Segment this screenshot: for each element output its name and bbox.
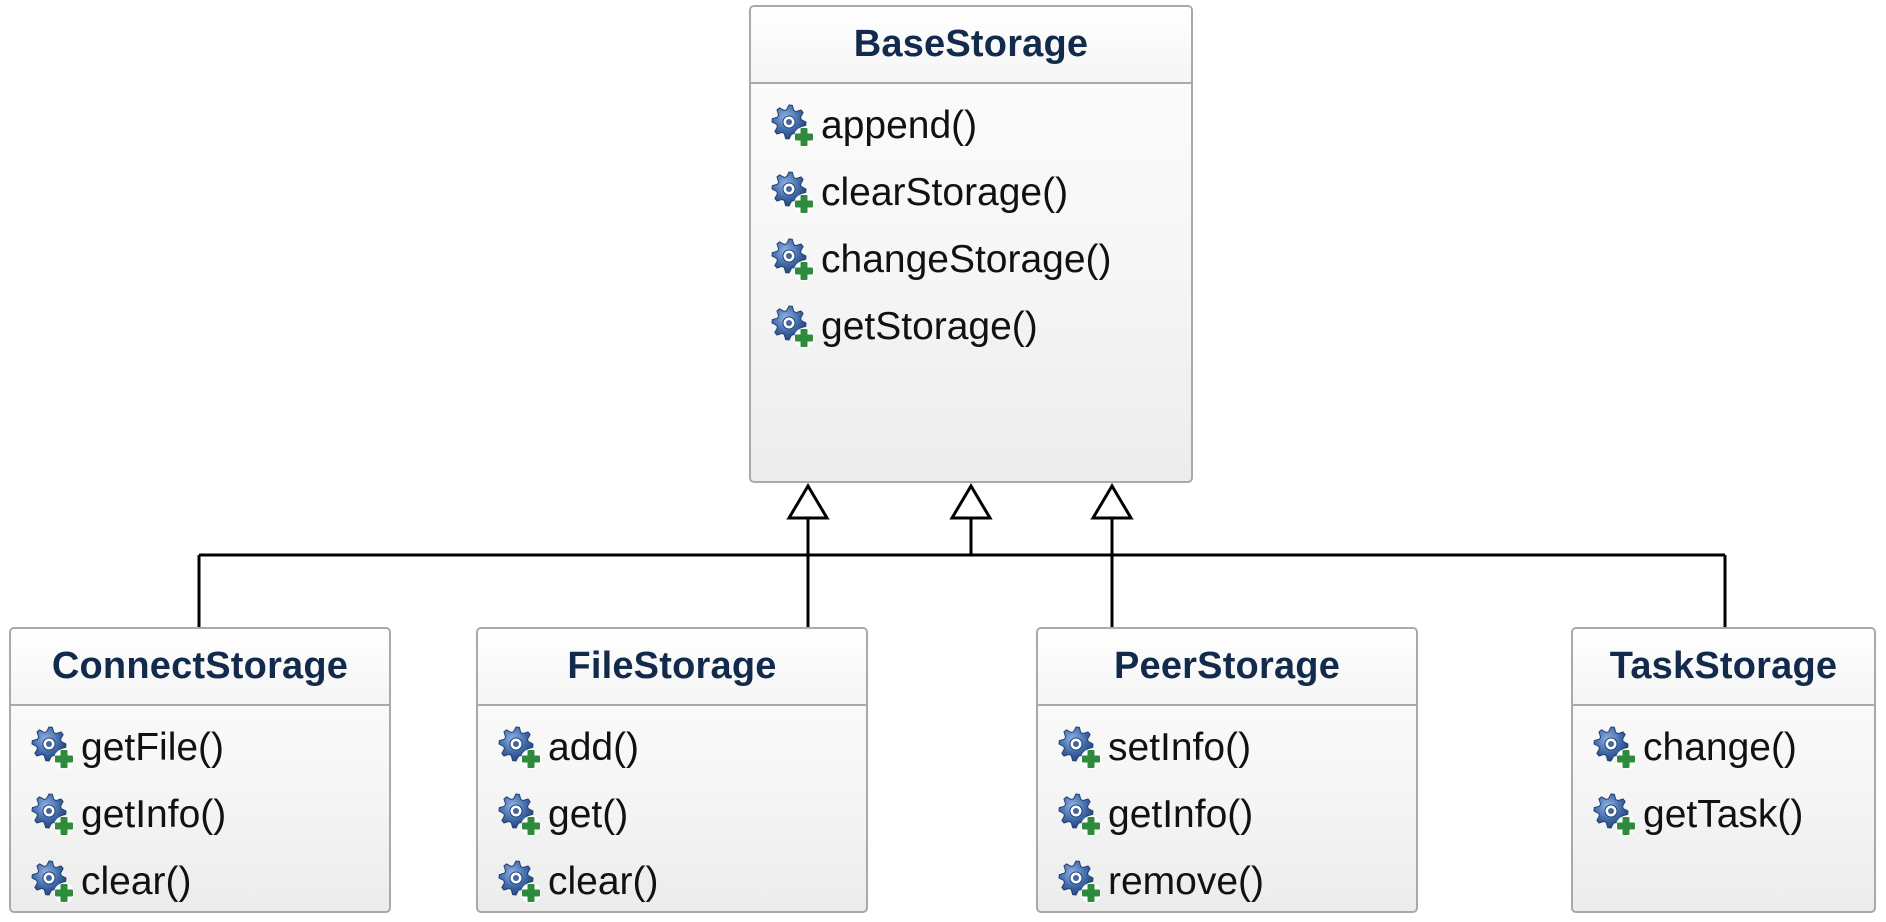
public-method-gear-plus-icon <box>769 169 817 217</box>
method-row[interactable]: remove() <box>1056 848 1416 911</box>
method-label: getTask() <box>1643 792 1804 836</box>
method-row[interactable]: getStorage() <box>769 293 1191 360</box>
class-box-peerstorage[interactable]: PeerStorage setInfo() getInfo() remove() <box>1036 627 1418 913</box>
class-name: ConnectStorage <box>51 645 349 687</box>
method-row[interactable]: add() <box>496 714 866 781</box>
method-label: add() <box>548 725 640 769</box>
public-method-gear-plus-icon <box>29 858 77 906</box>
method-label: getInfo() <box>81 792 227 836</box>
class-box-filestorage[interactable]: FileStorage add() get() clear() <box>476 627 868 913</box>
method-label: change() <box>1643 725 1797 769</box>
method-row[interactable]: changeStorage() <box>769 226 1191 293</box>
class-header: BaseStorage <box>751 7 1191 84</box>
class-name: TaskStorage <box>1609 645 1838 687</box>
public-method-gear-plus-icon <box>29 791 77 839</box>
method-label: changeStorage() <box>821 237 1112 281</box>
public-method-gear-plus-icon <box>769 236 817 284</box>
method-row[interactable]: getInfo() <box>1056 781 1416 848</box>
public-method-gear-plus-icon <box>1056 724 1104 772</box>
inheritance-arrowhead-filestorage <box>786 483 830 520</box>
class-header: ConnectStorage <box>11 629 389 706</box>
class-header: FileStorage <box>478 629 866 706</box>
method-list: setInfo() getInfo() remove() <box>1038 706 1416 911</box>
method-label: getInfo() <box>1108 792 1254 836</box>
method-list: append() clearStorage() changeStorage() … <box>751 84 1191 360</box>
method-label: getStorage() <box>821 304 1038 348</box>
method-label: append() <box>821 103 978 147</box>
method-row[interactable]: getFile() <box>29 714 389 781</box>
method-label: get() <box>548 792 629 836</box>
method-label: getFile() <box>81 725 225 769</box>
class-box-basestorage[interactable]: BaseStorage append() clearStorage() chan… <box>749 5 1193 483</box>
class-name: BaseStorage <box>853 23 1089 65</box>
method-row[interactable]: setInfo() <box>1056 714 1416 781</box>
class-header: TaskStorage <box>1573 629 1874 706</box>
class-box-connectstorage[interactable]: ConnectStorage getFile() getInfo() clear… <box>9 627 391 913</box>
public-method-gear-plus-icon <box>769 102 817 150</box>
class-name: FileStorage <box>567 645 777 687</box>
public-method-gear-plus-icon <box>769 303 817 351</box>
method-list: change() getTask() <box>1573 706 1874 848</box>
public-method-gear-plus-icon <box>496 858 544 906</box>
method-row[interactable]: change() <box>1591 714 1874 781</box>
public-method-gear-plus-icon <box>1056 791 1104 839</box>
method-row[interactable]: append() <box>769 92 1191 159</box>
method-label: setInfo() <box>1108 725 1252 769</box>
class-header: PeerStorage <box>1038 629 1416 706</box>
public-method-gear-plus-icon <box>1591 724 1639 772</box>
method-label: clearStorage() <box>821 170 1069 214</box>
method-list: getFile() getInfo() clear() <box>11 706 389 911</box>
method-row[interactable]: clear() <box>496 848 866 911</box>
public-method-gear-plus-icon <box>1056 858 1104 906</box>
inheritance-arrowhead-center <box>949 483 993 520</box>
method-row[interactable]: clearStorage() <box>769 159 1191 226</box>
method-row[interactable]: getTask() <box>1591 781 1874 848</box>
method-list: add() get() clear() <box>478 706 866 911</box>
class-box-taskstorage[interactable]: TaskStorage change() getTask() <box>1571 627 1876 913</box>
class-name: PeerStorage <box>1113 645 1341 687</box>
method-row[interactable]: clear() <box>29 848 389 911</box>
method-row[interactable]: get() <box>496 781 866 848</box>
public-method-gear-plus-icon <box>496 791 544 839</box>
public-method-gear-plus-icon <box>1591 791 1639 839</box>
method-label: clear() <box>81 859 192 903</box>
public-method-gear-plus-icon <box>496 724 544 772</box>
method-label: remove() <box>1108 859 1265 903</box>
public-method-gear-plus-icon <box>29 724 77 772</box>
method-label: clear() <box>548 859 659 903</box>
method-row[interactable]: getInfo() <box>29 781 389 848</box>
inheritance-arrowhead-peerstorage <box>1090 483 1134 520</box>
